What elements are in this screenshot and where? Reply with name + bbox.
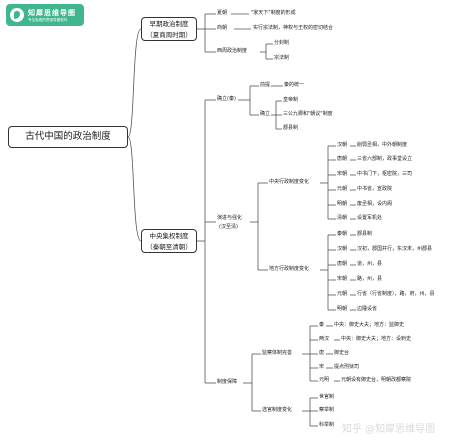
- ca-text-3: 中书省，宣政院: [357, 186, 393, 192]
- ca-dyn-2[interactable]: 宋朝: [337, 171, 348, 177]
- zhou-item-zongfa[interactable]: 宗法制: [274, 55, 290, 61]
- shang-node[interactable]: 商朝: [217, 25, 228, 31]
- la-text-1: 汉初，郡国并行，东汉末，州郡县: [357, 246, 433, 252]
- supervision-node[interactable]: 监察体制完善: [262, 350, 293, 356]
- root-node[interactable]: 古代中国的政治制度: [8, 126, 128, 148]
- xia-text: "家天下"制度的形成: [251, 10, 296, 16]
- official-item-chaju[interactable]: 察举制: [319, 407, 335, 413]
- rhino-logo-icon: [10, 8, 24, 22]
- watermark: 知乎 @知犀思维导图: [342, 424, 436, 435]
- sv-dyn-4[interactable]: 元明: [319, 377, 330, 383]
- ca-text-5: 设置军机处: [357, 215, 383, 221]
- la-text-5: 边陲设省: [357, 306, 378, 312]
- ca-dyn-4[interactable]: 明朝: [337, 201, 348, 207]
- official-selection-node[interactable]: 选官制度变化: [262, 407, 293, 413]
- official-item-keju[interactable]: 科举制: [319, 422, 335, 428]
- found-item-emperor[interactable]: 皇帝制: [283, 97, 299, 103]
- xia-node[interactable]: 夏朝: [217, 10, 228, 16]
- evolve-node-sub: (汉至清): [219, 224, 238, 230]
- sv-text-3: 提点刑狱司: [334, 364, 360, 370]
- evolve-node[interactable]: 演进与强化: [217, 215, 243, 221]
- sv-text-0: 中央：御史大夫；地方：监御史: [334, 322, 405, 328]
- la-text-3: 路，州，县: [357, 276, 383, 282]
- la-dyn-5[interactable]: 明朝: [337, 306, 348, 312]
- sv-text-2: 御史台: [334, 350, 350, 356]
- la-dyn-3[interactable]: 宋朝: [337, 276, 348, 282]
- early-period-title: 早期政治制度: [149, 20, 189, 28]
- central-admin-node[interactable]: 中央行政制度变化: [269, 179, 310, 185]
- sv-dyn-2[interactable]: 唐: [319, 350, 325, 356]
- establish-node[interactable]: 确立(秦): [217, 96, 236, 102]
- la-text-4: 行省（行省制度），路，府，州，县: [357, 291, 435, 297]
- sv-text-4: 元朝设有御史台，明朝改都察院: [341, 377, 412, 383]
- ca-text-4: 废丞相，设内阁: [357, 201, 393, 207]
- la-text-0: 郡县制: [357, 231, 373, 237]
- central-system-node[interactable]: 中央集权制度 （秦朝至清朝）: [141, 229, 197, 253]
- early-period-subtitle: （夏商周时期）: [146, 31, 192, 39]
- ca-text-1: 三省六部制，政事堂设立: [357, 156, 413, 162]
- zhou-item-fengjian[interactable]: 分封制: [274, 40, 290, 46]
- premise-text: 秦的统一: [284, 82, 305, 88]
- early-period-node[interactable]: 早期政治制度 （夏商周时期）: [141, 17, 197, 41]
- premise-node[interactable]: 前提: [260, 82, 271, 88]
- shang-text: 实行宗法制，神权与王权的密切结合: [253, 25, 334, 31]
- ca-text-0: 削弱丞相，中外朝制度: [357, 142, 408, 148]
- la-dyn-0[interactable]: 秦朝: [337, 231, 348, 237]
- zhou-node[interactable]: 西周政治制度: [217, 48, 248, 54]
- sv-text-1: 中央：御史大夫；地方：设刺史: [341, 336, 412, 342]
- ca-dyn-5[interactable]: 清朝: [337, 215, 348, 221]
- app-logo: 知犀思维导图 专注免费的思维导图软件: [6, 4, 84, 26]
- found-item-sangong[interactable]: 三公九卿和"朝议"制度: [283, 111, 333, 117]
- found-node[interactable]: 确立: [260, 111, 271, 117]
- la-dyn-2[interactable]: 唐朝: [337, 261, 348, 267]
- ca-dyn-0[interactable]: 汉朝: [337, 142, 348, 148]
- logo-tagline: 专注免费的思维导图软件: [28, 18, 68, 22]
- sv-dyn-0[interactable]: 秦: [319, 322, 325, 328]
- official-item-shiguan[interactable]: 世官制: [319, 394, 335, 400]
- sv-dyn-3[interactable]: 宋: [319, 364, 325, 370]
- ca-text-2: 中书门下，枢密院，三司: [357, 171, 413, 177]
- la-dyn-1[interactable]: 汉朝: [337, 246, 348, 252]
- central-system-title: 中央集权制度: [149, 232, 189, 240]
- la-text-2: 道，州，县: [357, 261, 383, 267]
- sv-dyn-1[interactable]: 两汉: [319, 336, 330, 342]
- local-admin-node[interactable]: 地方行政制度变化: [269, 266, 310, 272]
- central-system-subtitle: （秦朝至清朝）: [146, 243, 192, 251]
- logo-name: 知犀思维导图: [28, 9, 76, 17]
- la-dyn-4[interactable]: 元朝: [337, 291, 348, 297]
- ca-dyn-3[interactable]: 元朝: [337, 186, 348, 192]
- ca-dyn-1[interactable]: 唐朝: [337, 156, 348, 162]
- guarantee-node[interactable]: 制度保障: [217, 379, 238, 385]
- found-item-junxian[interactable]: 郡县制: [283, 125, 299, 131]
